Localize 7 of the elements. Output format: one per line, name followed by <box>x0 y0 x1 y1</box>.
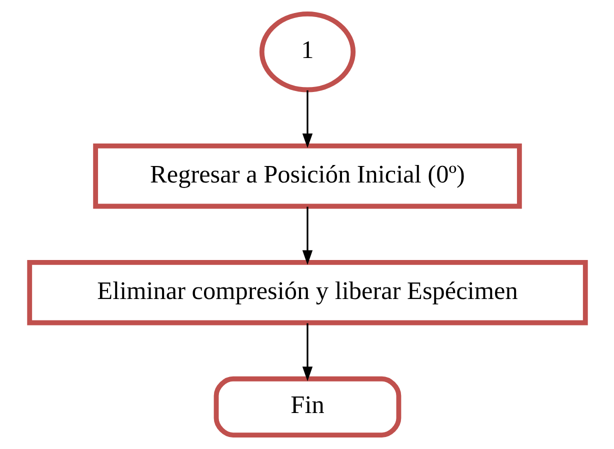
node-ellipse: 1 <box>258 12 356 92</box>
node-box: Eliminar compresión y liberar Espécimen <box>26 260 588 326</box>
arrow <box>302 90 312 148</box>
arrow <box>302 323 312 382</box>
node-box: Fin <box>213 376 401 438</box>
arrow <box>302 206 312 265</box>
node-box: Regresar a Posición Inicial (0º) <box>92 143 522 209</box>
